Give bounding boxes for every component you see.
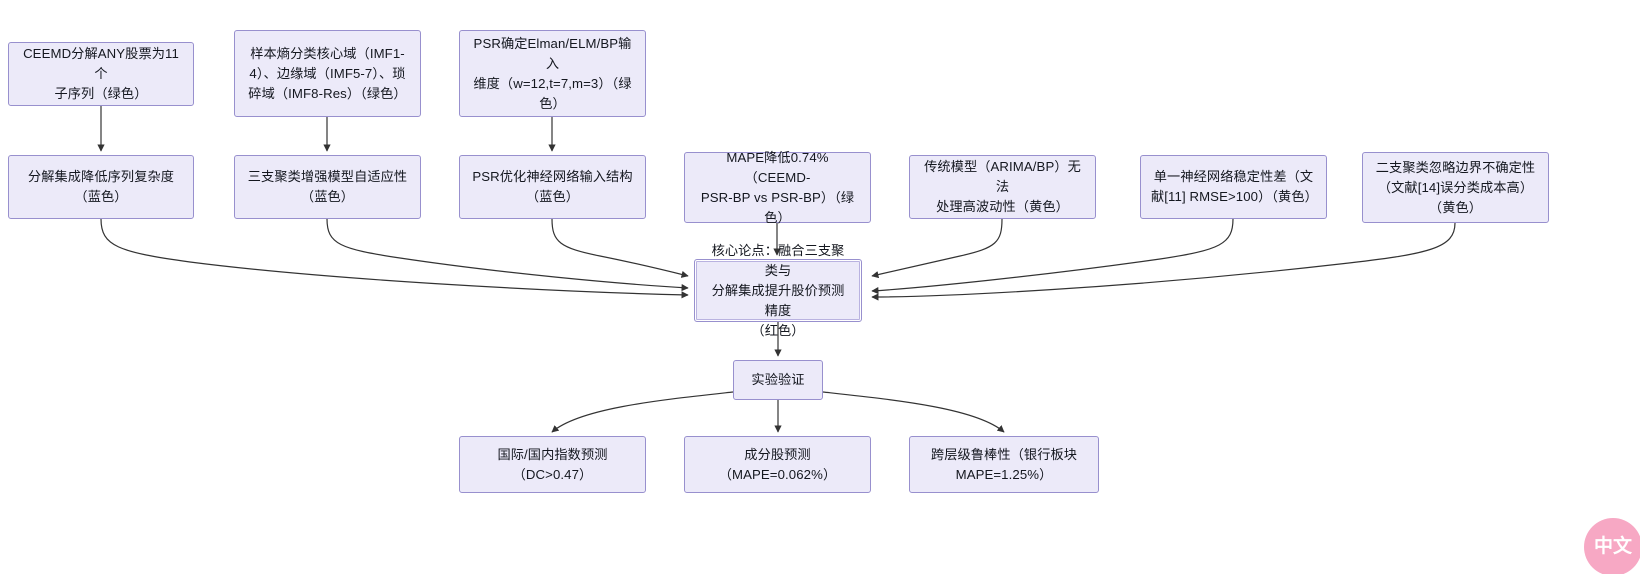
node-three-way-clustering-adaptive[interactable]: 三支聚类增强模型自适应性 （蓝色） bbox=[234, 155, 421, 219]
edge-n10-core bbox=[871, 222, 1456, 301]
node-decompose-reduce-complexity[interactable]: 分解集成降低序列复杂度 （蓝色） bbox=[8, 155, 194, 219]
node-single-network-instability[interactable]: 单一神经网络稳定性差（文 献[11] RMSE>100）（黄色） bbox=[1140, 155, 1327, 219]
node-label: 实验验证 bbox=[751, 372, 805, 387]
node-label: MAPE降低0.74%（CEEMD- PSR-BP vs PSR-BP）（绿 色… bbox=[700, 149, 855, 225]
node-ceemd-decompose[interactable]: CEEMD分解ANY股票为11个 子序列（绿色） bbox=[8, 42, 194, 106]
node-core-thesis[interactable]: 核心论点：融合三支聚类与 分解集成提升股价预测精度 （红色） bbox=[694, 243, 862, 338]
node-two-way-clustering-limitation[interactable]: 二支聚类忽略边界不确定性 （文献[14]误分类成本高） （黄色） bbox=[1362, 152, 1549, 223]
edge-n4-core bbox=[100, 218, 689, 299]
node-result-constituent-stock[interactable]: 成分股预测 （MAPE=0.062%） bbox=[684, 436, 871, 493]
node-label: 二支聚类忽略边界不确定性 （文献[14]误分类成本高） （黄色） bbox=[1375, 159, 1536, 215]
node-label: 成分股预测 （MAPE=0.062%） bbox=[718, 446, 837, 482]
edge-n8-core bbox=[871, 218, 1003, 279]
node-traditional-model-limitation[interactable]: 传统模型（ARIMA/BP）无法 处理高波动性（黄色） bbox=[909, 155, 1096, 219]
node-experimental-validation[interactable]: 实验验证 bbox=[733, 360, 823, 400]
watermark-badge: 中文 bbox=[1584, 518, 1640, 574]
watermark-label: 中文 bbox=[1593, 536, 1632, 558]
edge-n9-core bbox=[871, 218, 1234, 295]
node-label: 国际/国内指数预测 （DC>0.47） bbox=[497, 446, 608, 482]
node-label: 传统模型（ARIMA/BP）无法 处理高波动性（黄色） bbox=[924, 159, 1081, 214]
node-label: PSR确定Elman/ELM/BP输入 维度（w=12,t=7,m=3）（绿 色… bbox=[473, 35, 632, 111]
edge-n6-core bbox=[551, 218, 689, 278]
edge-exp-r1 bbox=[551, 391, 734, 433]
node-label: CEEMD分解ANY股票为11个 子序列（绿色） bbox=[23, 46, 179, 101]
edge-n5-core bbox=[326, 218, 689, 292]
node-result-index-forecast[interactable]: 国际/国内指数预测 （DC>0.47） bbox=[459, 436, 646, 493]
node-psr-optimize-network[interactable]: PSR优化神经网络输入结构 （蓝色） bbox=[459, 155, 646, 219]
node-sample-entropy-classify[interactable]: 样本熵分类核心域（IMF1- 4）、边缘域（IMF5-7）、琐 碎域（IMF8-… bbox=[234, 30, 421, 117]
node-label: 三支聚类增强模型自适应性 （蓝色） bbox=[247, 169, 408, 204]
node-label: PSR优化神经网络输入结构 （蓝色） bbox=[472, 169, 633, 204]
node-mape-reduction[interactable]: MAPE降低0.74%（CEEMD- PSR-BP vs PSR-BP）（绿 色… bbox=[684, 150, 871, 225]
node-result-cross-level-robustness[interactable]: 跨层级鲁棒性（银行板块 MAPE=1.25%） bbox=[909, 436, 1099, 493]
node-label: 核心论点：融合三支聚类与 分解集成提升股价预测精度 （红色） bbox=[711, 242, 845, 338]
node-label: 单一神经网络稳定性差（文 献[11] RMSE>100）（黄色） bbox=[1151, 169, 1318, 204]
node-label: 样本熵分类核心域（IMF1- 4）、边缘域（IMF5-7）、琐 碎域（IMF8-… bbox=[248, 45, 407, 101]
node-label: 跨层级鲁棒性（银行板块 MAPE=1.25%） bbox=[930, 446, 1078, 482]
edge-exp-r3 bbox=[822, 391, 1005, 433]
node-label: 分解集成降低序列复杂度 （蓝色） bbox=[27, 169, 175, 204]
node-psr-input-dimension[interactable]: PSR确定Elman/ELM/BP输入 维度（w=12,t=7,m=3）（绿 色… bbox=[459, 30, 646, 117]
